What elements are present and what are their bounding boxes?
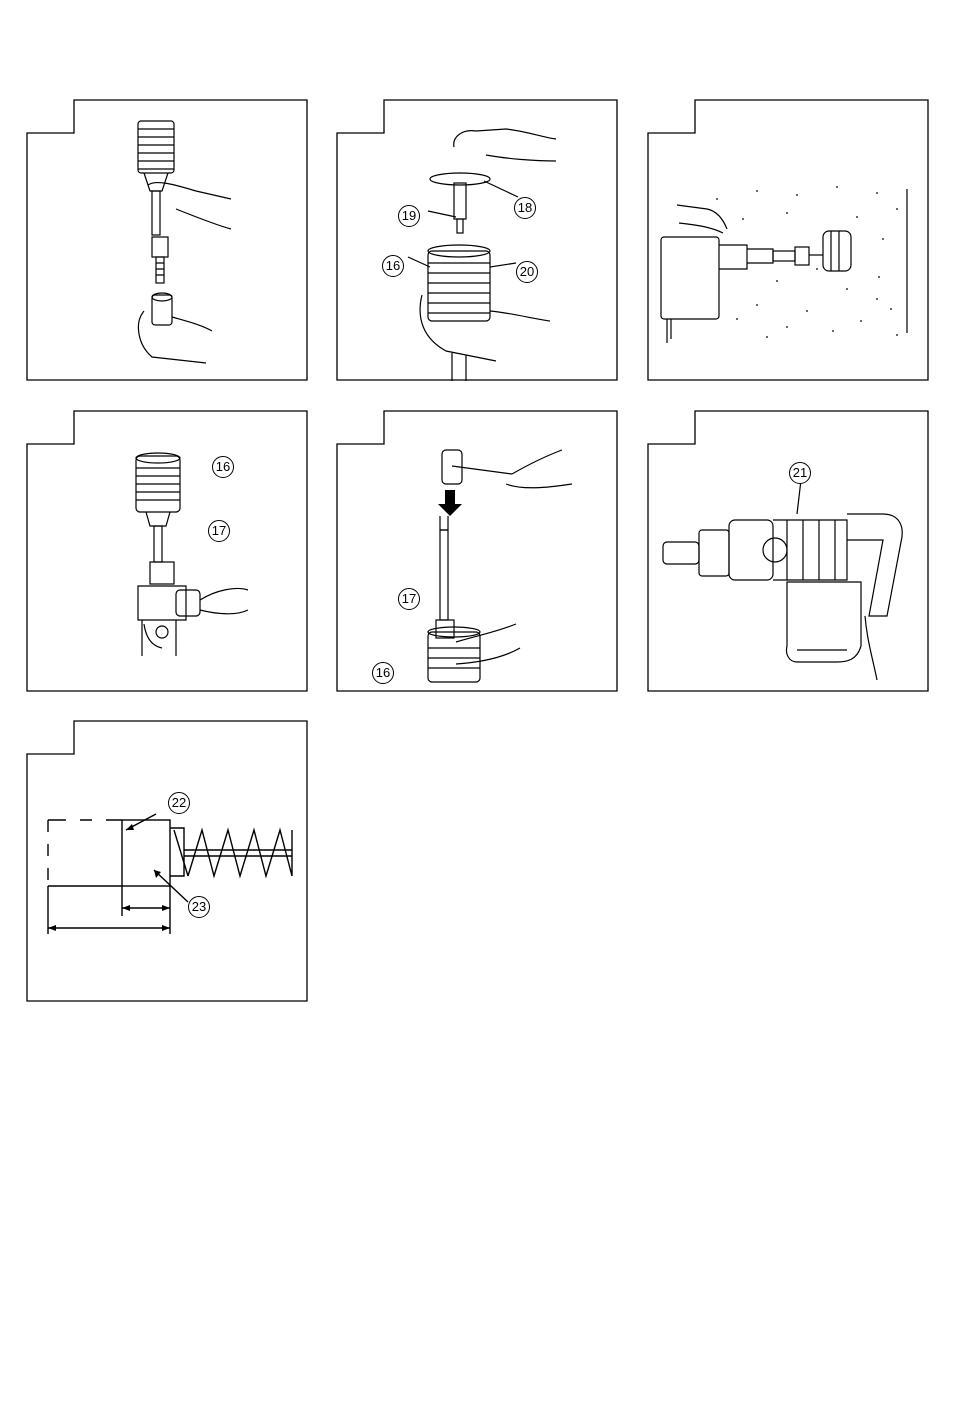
callout-20: 20	[516, 261, 538, 283]
carbon-brush-diagram	[26, 720, 308, 1002]
centre-plate-illustration	[336, 99, 618, 381]
callout-17: 17	[398, 588, 420, 610]
mounted-core-bit-illustration	[26, 410, 308, 692]
callout-23: 23	[188, 896, 210, 918]
callout-21: 21	[789, 462, 811, 484]
drilling-wall-illustration	[647, 99, 929, 381]
callout-16: 16	[372, 662, 394, 684]
rotary-hammer-illustration	[647, 410, 929, 692]
figure-panel-6: 21	[647, 410, 929, 692]
core-bit-illustration	[26, 99, 308, 381]
figure-panel-1	[26, 99, 308, 381]
figure-panel-3	[647, 99, 929, 381]
callout-19: 19	[398, 205, 420, 227]
figure-panel-5: 17 16	[336, 410, 618, 692]
hammer-strike-illustration	[336, 410, 618, 692]
callout-17: 17	[208, 520, 230, 542]
callout-22: 22	[168, 792, 190, 814]
callout-18: 18	[514, 197, 536, 219]
callout-16: 16	[212, 456, 234, 478]
figure-panel-4: 16 17	[26, 410, 308, 692]
callout-16: 16	[382, 255, 404, 277]
figure-panel-7: 22 23	[26, 720, 308, 1002]
figure-panel-2: 18 19 16 20	[336, 99, 618, 381]
